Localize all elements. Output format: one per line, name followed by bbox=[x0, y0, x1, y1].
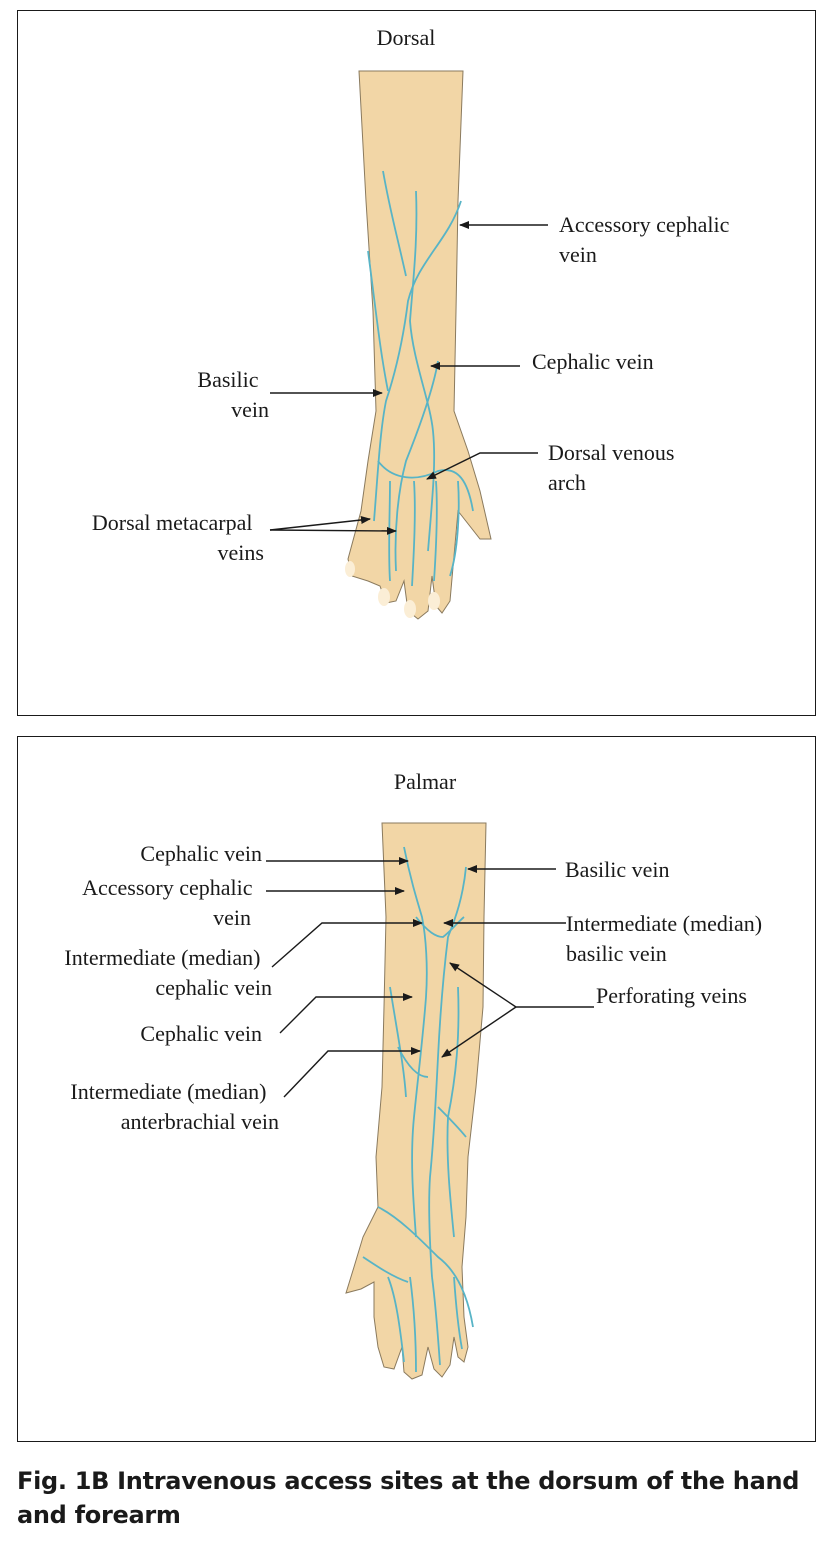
palmar-leader-lines bbox=[266, 857, 594, 1098]
label-cephalic-vein-top: Cephalic vein bbox=[140, 841, 262, 866]
label-intermediate-median-antebrachial-vein: Intermediate (median) anterbrachial vein bbox=[70, 1079, 279, 1134]
palmar-title: Palmar bbox=[394, 769, 457, 794]
dorsal-title: Dorsal bbox=[377, 25, 436, 50]
figure-number: Fig. 1B bbox=[17, 1467, 110, 1495]
figure-caption-text: Intravenous access sites at the dorsum o… bbox=[17, 1467, 800, 1529]
dorsal-arm-illustration bbox=[345, 70, 492, 620]
label-cephalic-vein: Cephalic vein bbox=[532, 349, 654, 374]
label-intermediate-median-cephalic-vein: Intermediate (median) cephalic vein bbox=[64, 945, 272, 1000]
label-intermediate-median-basilic-vein: Intermediate (median) basilic vein bbox=[566, 911, 768, 966]
label-basilic-vein: Basilic vein bbox=[197, 367, 269, 422]
palmar-veins bbox=[362, 846, 474, 1373]
palmar-diagram: Palmar bbox=[64, 769, 768, 1380]
dorsal-panel: Dorsal bbox=[17, 10, 816, 716]
dorsal-diagram: Dorsal bbox=[92, 25, 735, 620]
label-dorsal-metacarpal-veins: Dorsal metacarpal veins bbox=[92, 510, 264, 565]
label-perforating-veins: Perforating veins bbox=[596, 983, 747, 1008]
label-accessory-cephalic-vein: Accessory cephalic vein bbox=[559, 212, 735, 267]
label-basilic-vein-palmar: Basilic vein bbox=[565, 857, 669, 882]
palmar-arm-illustration bbox=[345, 822, 487, 1380]
dorsal-leader-lines bbox=[269, 221, 548, 535]
label-accessory-cephalic-vein-palmar: Accessory cephalic vein bbox=[82, 875, 258, 930]
label-dorsal-venous-arch: Dorsal venous arch bbox=[548, 440, 680, 495]
palmar-panel: Palmar bbox=[17, 736, 816, 1442]
label-cephalic-vein-low: Cephalic vein bbox=[140, 1021, 262, 1046]
